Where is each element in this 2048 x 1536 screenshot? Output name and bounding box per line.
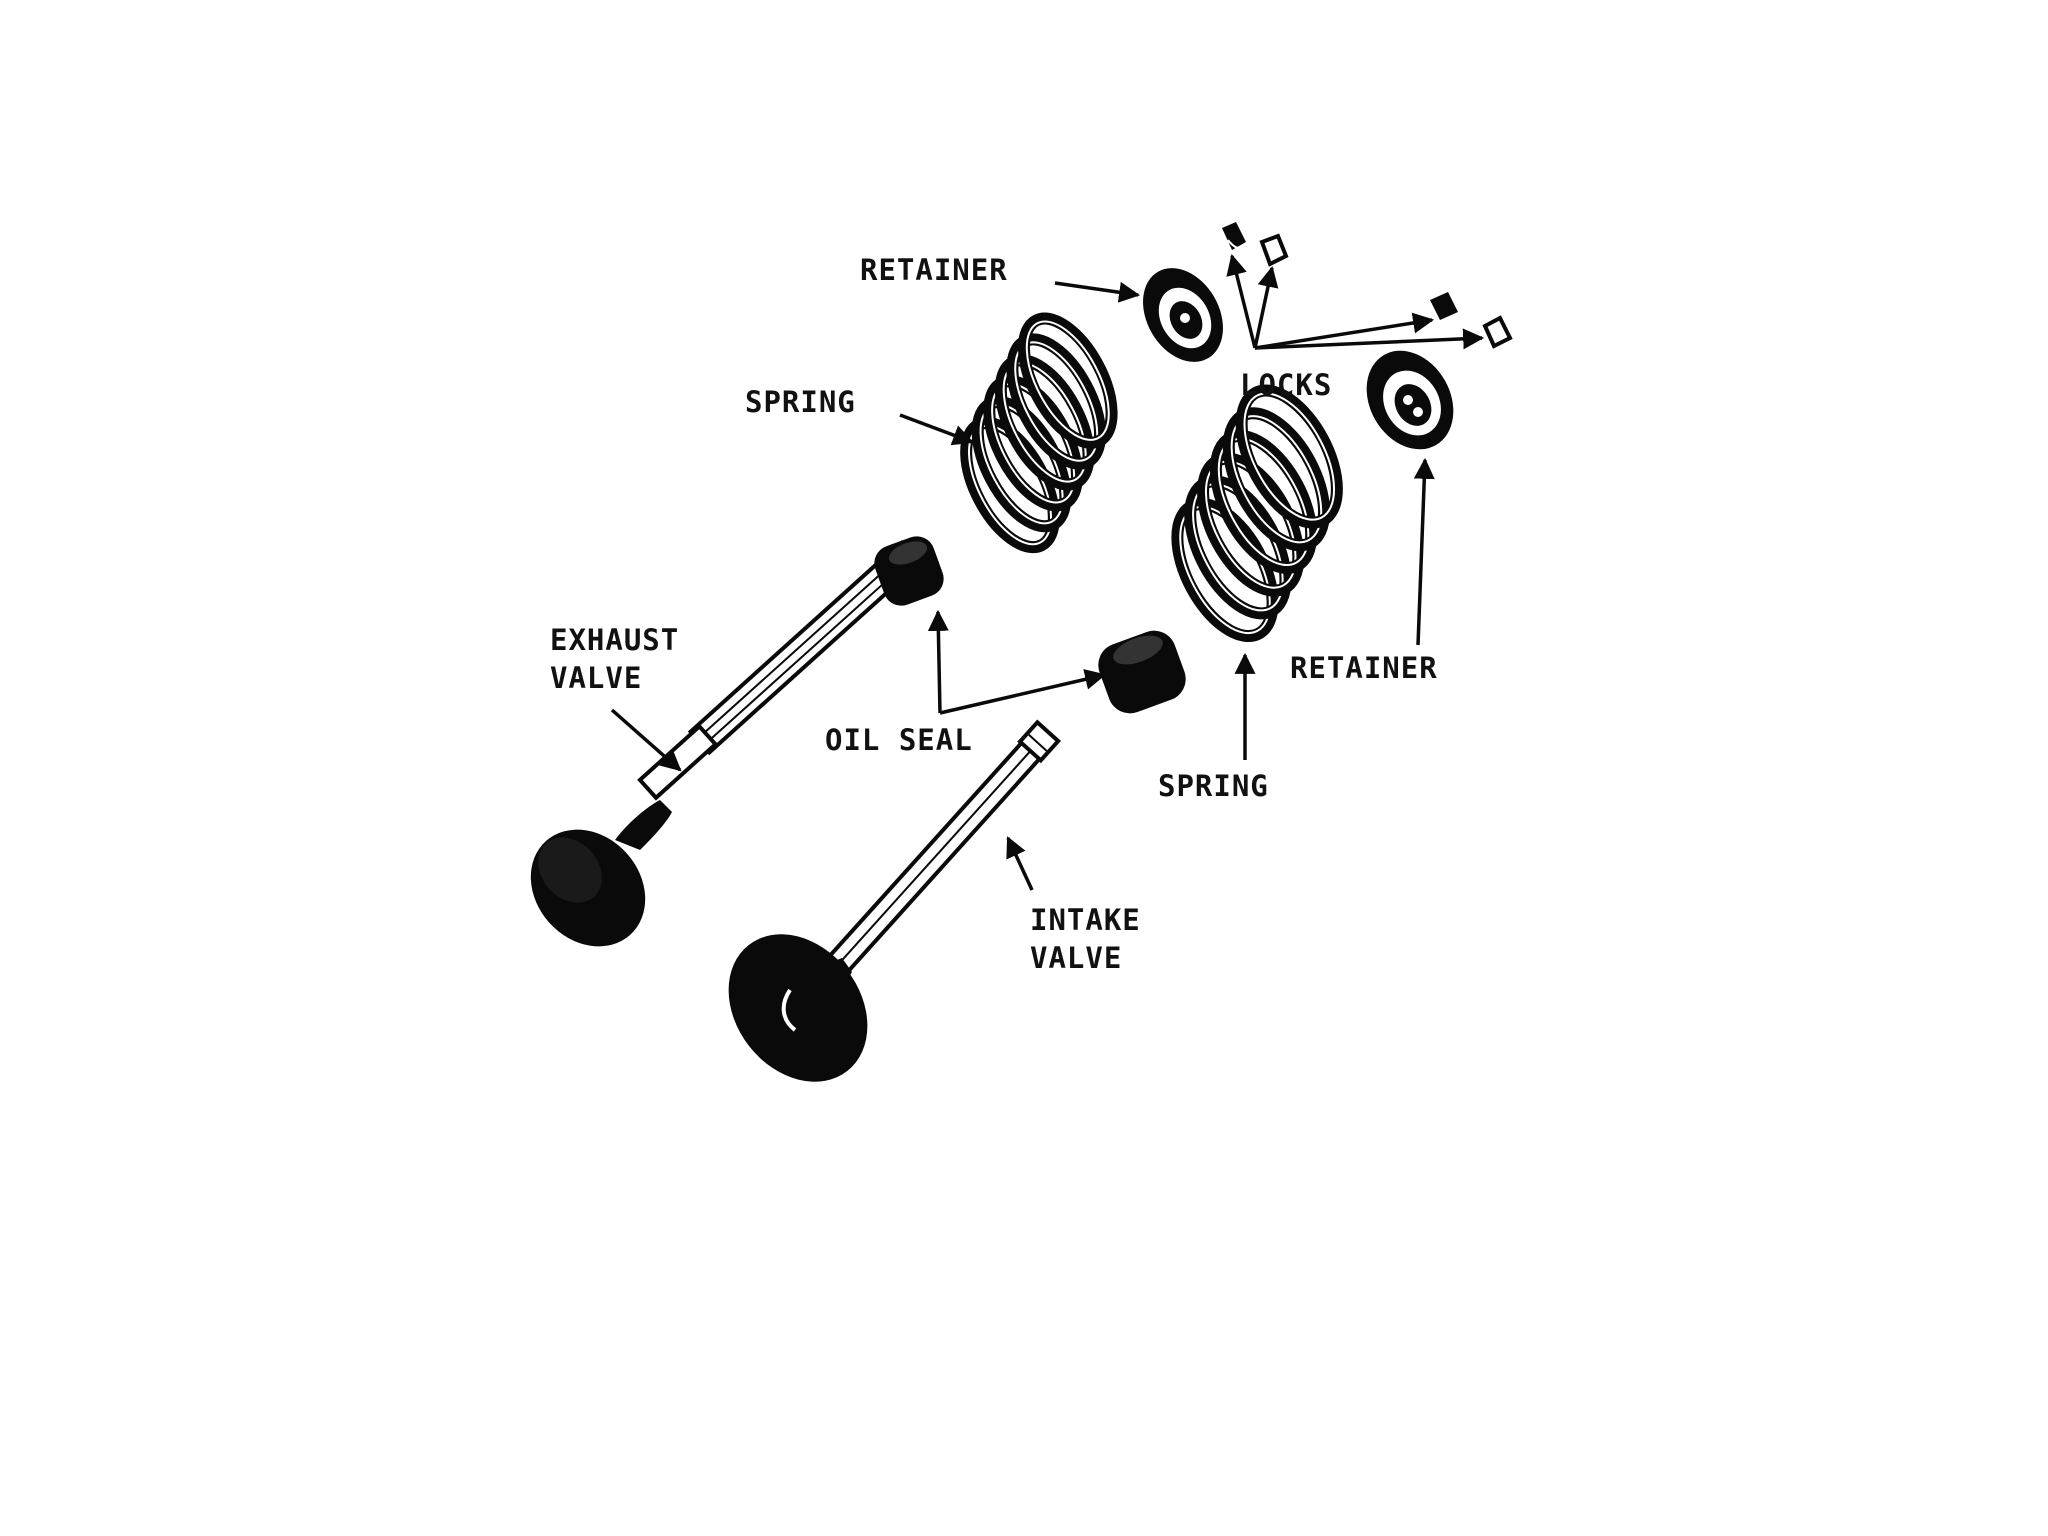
- spring-coil: [1017, 312, 1118, 449]
- label-spring-top: SPRING: [745, 385, 856, 419]
- intake-valve: [728, 719, 1062, 1082]
- label-retainer-right: RETAINER: [1290, 651, 1438, 685]
- spring-lower: [1171, 384, 1343, 643]
- leader-locks-a: [1226, 253, 1257, 349]
- oil-seal-lower: [1098, 630, 1186, 714]
- spring-upper: [960, 312, 1118, 554]
- spring-coil: [994, 354, 1095, 491]
- label-retainer-top: RETAINER: [860, 253, 1008, 287]
- leader-locks-c: [1254, 312, 1435, 350]
- leader-locks-b: [1253, 265, 1279, 349]
- spring-coil: [1006, 333, 1107, 470]
- retainer-lower: [1366, 350, 1454, 450]
- spring-coil: [1222, 407, 1331, 552]
- labels: RETAINER SPRING LOCKS EXHAUST VALVE OIL …: [550, 253, 1438, 975]
- label-exhaust-line2: VALVE: [550, 661, 642, 695]
- label-oil-seal: OIL SEAL: [825, 723, 973, 757]
- spring-coil: [1209, 429, 1318, 574]
- label-intake-line2: VALVE: [1030, 941, 1122, 975]
- leader-spring-top: [899, 413, 974, 446]
- oil-seal-upper: [874, 536, 944, 606]
- label-spring-bottom: SPRING: [1158, 769, 1269, 803]
- spring-coil-highlight: [1243, 392, 1336, 521]
- label-locks: LOCKS: [1240, 368, 1332, 402]
- leader-lines: [610, 253, 1485, 891]
- spring-coil: [1235, 384, 1343, 529]
- label-exhaust-line1: EXHAUST: [550, 623, 679, 657]
- leader-oil-seal-lower: [939, 669, 1107, 715]
- leader-retainer-top: [1054, 281, 1141, 303]
- retainer-upper: [1143, 268, 1223, 362]
- leader-locks-d: [1254, 328, 1485, 350]
- leader-retainer-right: [1413, 457, 1435, 646]
- label-intake-line1: INTAKE: [1030, 903, 1141, 937]
- leader-oil-seal-upper: [927, 609, 949, 714]
- locks: [1222, 222, 1513, 349]
- spring-coil-highlight: [1025, 320, 1110, 441]
- leader-exhaust-valve: [610, 708, 682, 772]
- leader-intake-valve: [1006, 836, 1034, 891]
